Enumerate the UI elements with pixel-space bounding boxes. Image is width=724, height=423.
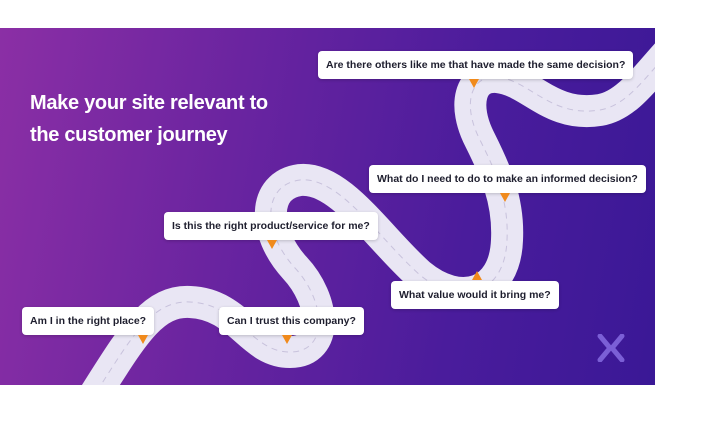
headline-line-1: Make your site relevant to [30, 92, 268, 114]
question-bubble-4: What value would it bring me? [391, 281, 559, 309]
marker-icon [469, 79, 479, 88]
marker-icon [472, 271, 482, 280]
headline-line-2: the customer journey [30, 124, 228, 146]
marker-icon [500, 193, 510, 202]
marker-icon [282, 335, 292, 344]
x-logo-icon [597, 334, 625, 362]
marker-icon [138, 335, 148, 344]
question-bubble-5: What do I need to do to make an informed… [369, 165, 646, 193]
marker-icon [267, 240, 277, 249]
question-bubble-1: Am I in the right place? [22, 307, 155, 335]
question-bubble-2: Can I trust this company? [219, 307, 364, 335]
question-bubble-6: Are there others like me that have made … [318, 51, 634, 79]
journey-banner: Make your site relevant to the customer … [0, 28, 655, 385]
question-bubble-3: Is this the right product/service for me… [164, 212, 378, 240]
